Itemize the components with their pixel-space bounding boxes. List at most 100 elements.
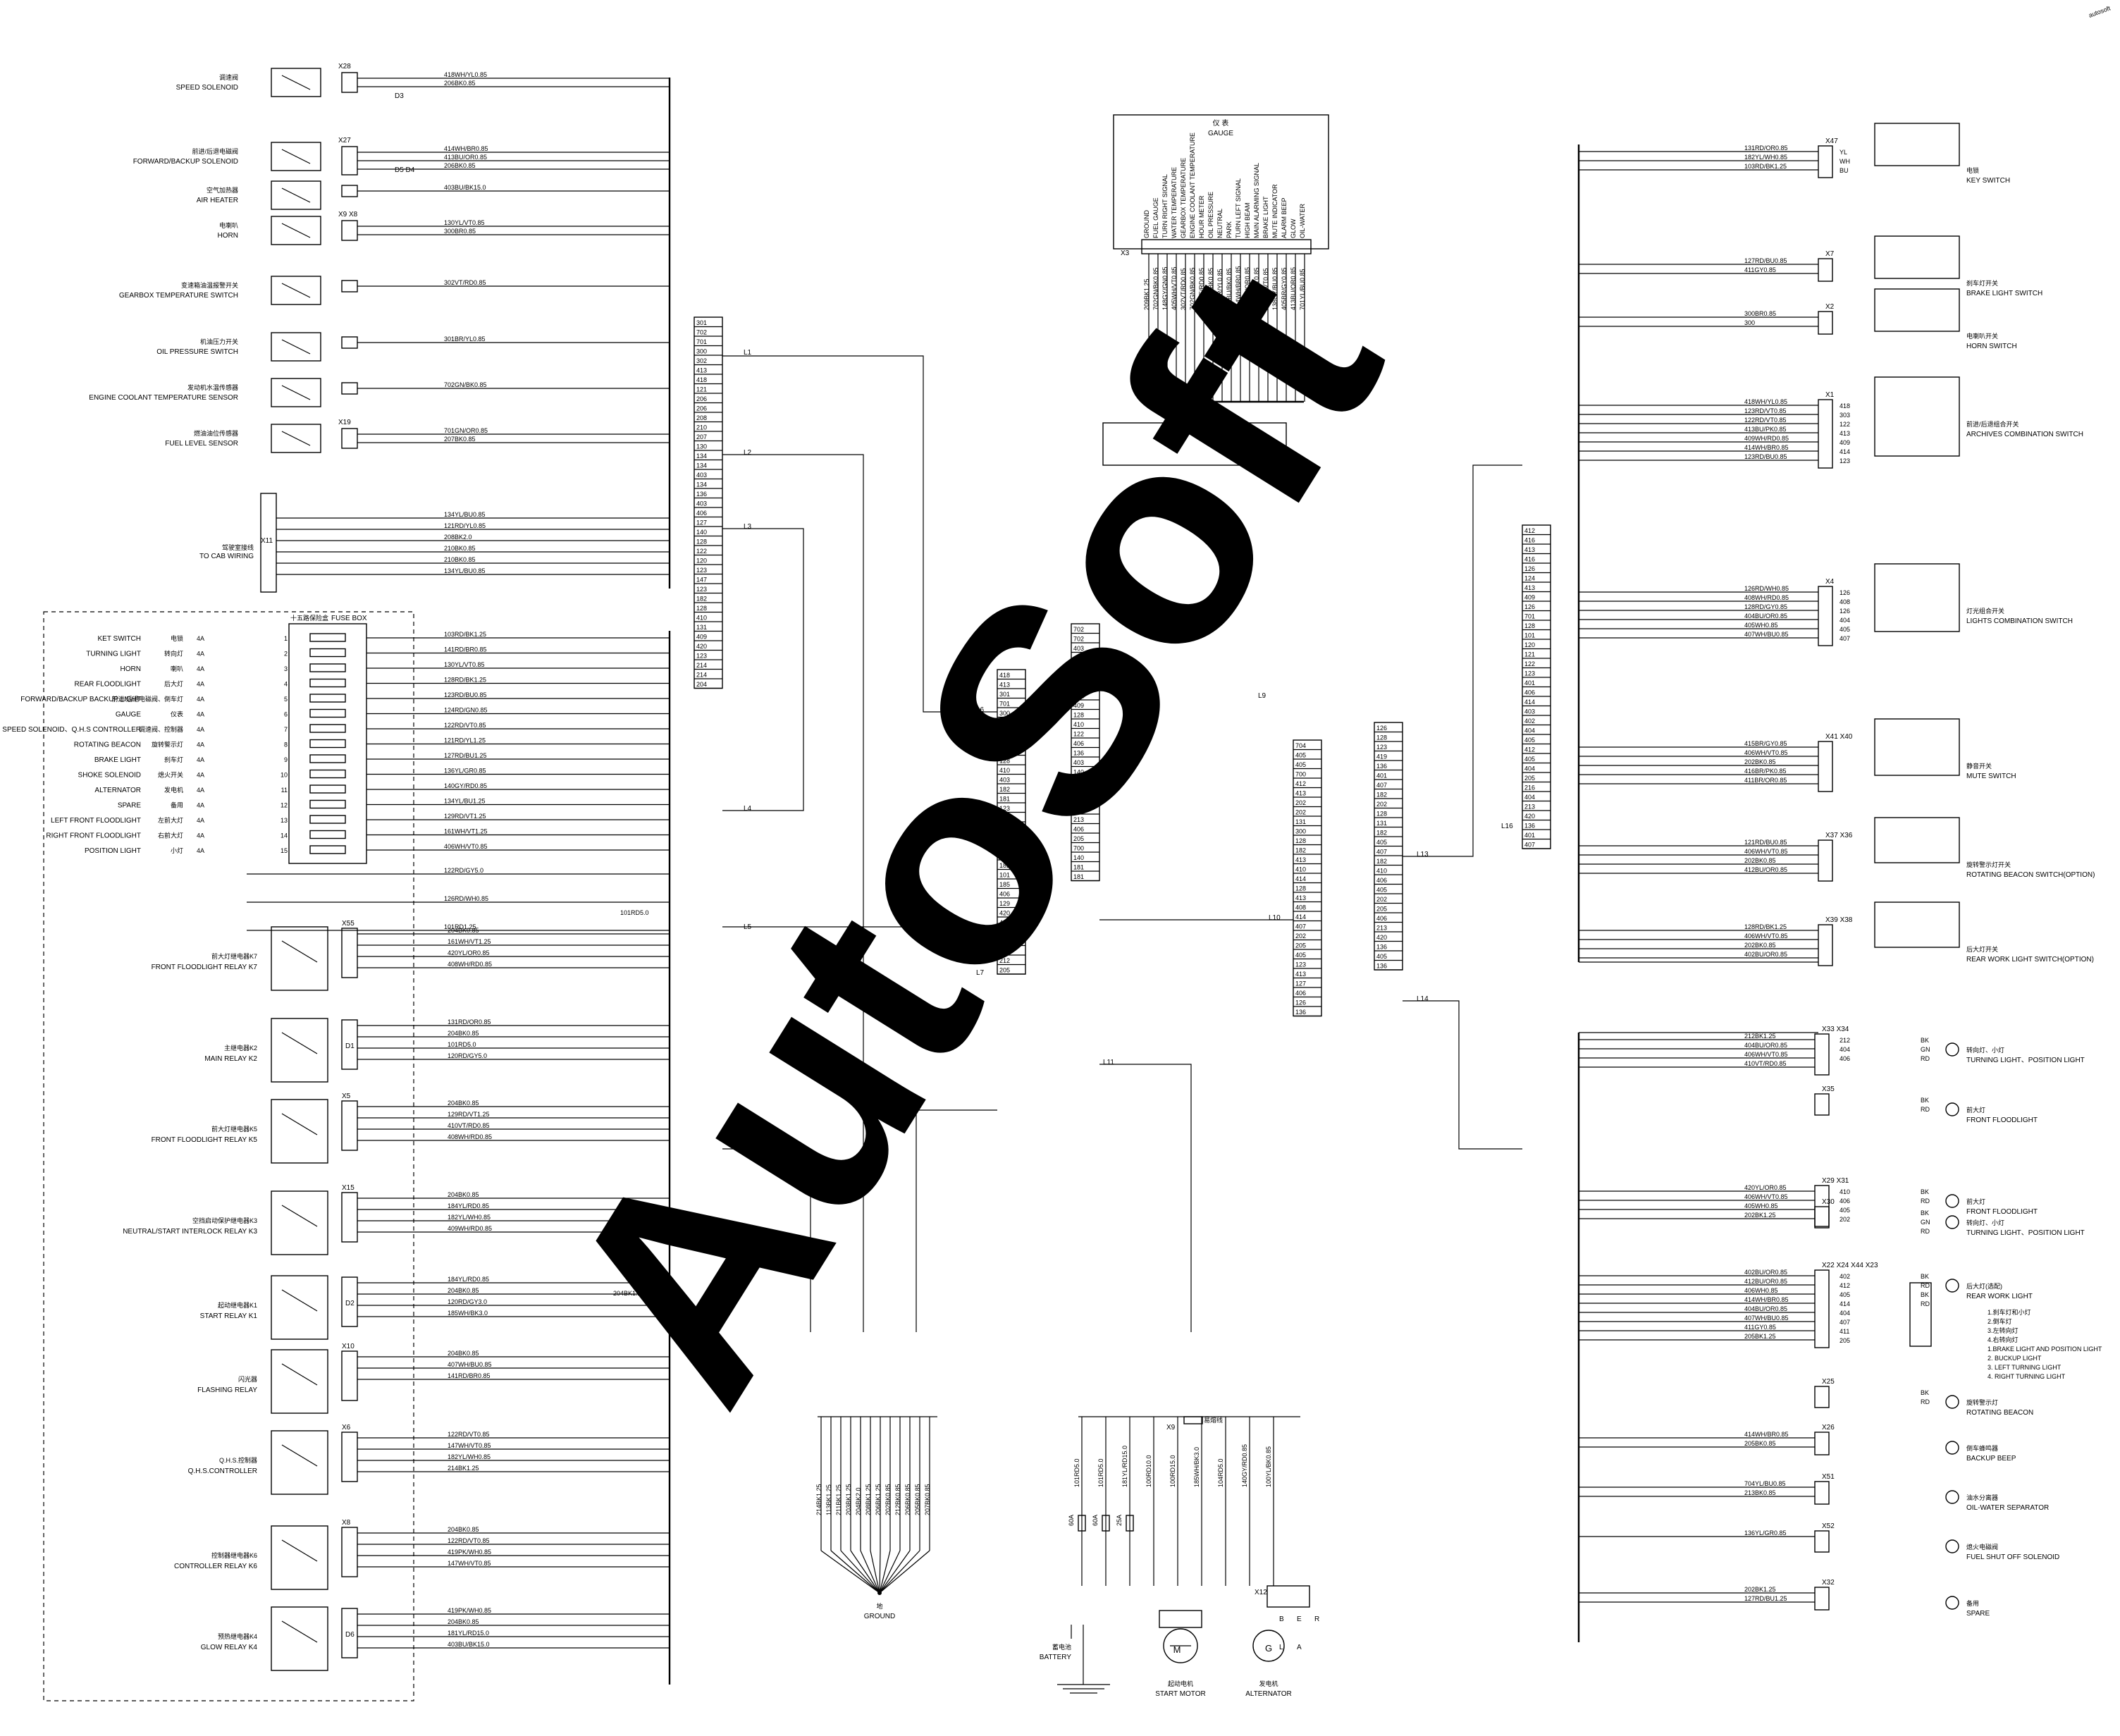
switch-symbol (1874, 901, 1960, 948)
lamp-label-cn: 转向灯、小灯 (1966, 1046, 2004, 1054)
switch-symbol (1874, 123, 1960, 166)
bus-wire-number: 704 (1295, 742, 1306, 749)
bus-wire-number: 213 (1073, 816, 1084, 823)
bus-wire-number: 136 (1524, 823, 1535, 830)
fuse-label-cn: 喇叭 (171, 665, 183, 672)
relay-label-cn: 预热继电器K4 (218, 1632, 257, 1640)
bus-wire-number: 136 (1073, 750, 1084, 757)
component-label: GEARBOX TEMPERATURE SWITCH (119, 292, 238, 300)
wire-code: 407WH/BU0.85 (448, 1361, 492, 1368)
motor-glyph: M (1173, 1644, 1181, 1655)
wire-code: 408WH/RD0.85 (448, 961, 492, 968)
wire-code: 141RD/BR0.85 (448, 1372, 491, 1379)
harness-link (722, 1148, 811, 1332)
lamp-label: BACKUP BEEP (1966, 1455, 2016, 1463)
wire-code: 204BK0.85 (448, 1191, 479, 1198)
component-symbol (281, 75, 311, 90)
power-fuse-rating: 60A (1092, 1515, 1099, 1526)
wire-color: RD (1921, 1300, 1930, 1307)
wire-code: 207BK0.85 (444, 436, 476, 443)
gauge-pin-label: WATER TEMPERATURE (1171, 167, 1178, 238)
bus-wire-number: 122 (696, 548, 707, 555)
bus-wire-number: 405 (1295, 752, 1306, 759)
gauge-title-cn: 仪 表 (1213, 118, 1229, 128)
harness-link (722, 355, 997, 713)
relay-symbol (281, 1620, 318, 1643)
bus-wire-number: 128 (1376, 811, 1387, 818)
pin-label: YL (1839, 149, 1847, 156)
harness-link (722, 528, 804, 811)
wire-color: RD (1921, 1106, 1930, 1113)
gauge-pin-label: ENGINE COOLANT TEMPERATURE (1189, 133, 1196, 238)
connector-block (1141, 239, 1312, 254)
bus-wire-number: 403 (696, 500, 707, 507)
bus-wire-number: 206 (696, 405, 707, 412)
fuse-label-cn: 刹车灯 (164, 756, 183, 763)
bus-wire-number: 182 (999, 862, 1010, 869)
fuse-number: 5 (284, 696, 288, 703)
wire-color: RD (1921, 1398, 1930, 1405)
connector-block (341, 928, 358, 978)
fuse (309, 648, 346, 658)
bus-wire-number: 122 (1524, 660, 1535, 667)
harness-label: L3 (744, 523, 752, 531)
wire-code: 122RD/VT0.85 (1744, 417, 1787, 424)
bus-wire-number: 120 (1524, 641, 1535, 648)
lamp-icon (1945, 1395, 1959, 1409)
wire-code: 100YL/BK0.85 (1265, 1446, 1272, 1487)
bus-wire-number: 212 (999, 957, 1010, 964)
wire-code: 100RD15.0 (1169, 1455, 1176, 1487)
wire-code: 210BK0.85 (444, 556, 476, 563)
component-label-cn: 机油压力开关 (200, 338, 238, 345)
wire-code: 416BR/PK0.85 (1744, 768, 1787, 775)
fuse-number: 4 (284, 681, 288, 688)
wire-code: 123RD/BU0.85 (444, 691, 487, 698)
power-fuse (1078, 1515, 1086, 1532)
bus-wire-number: 202 (1073, 807, 1084, 814)
relay-symbol (271, 1430, 328, 1495)
bus-wire-number: 101 (1524, 632, 1535, 639)
bus-wire-number: 413 (1295, 790, 1306, 797)
bus-wire-number: 404 (1524, 727, 1535, 734)
connector-block (1814, 1386, 1830, 1408)
harness-link (722, 454, 864, 1332)
lamp-label: FRONT FLOODLIGHT (1966, 1116, 2038, 1124)
bus-wire-number: 409 (1073, 702, 1084, 709)
bus-wire-number: 202 (1295, 809, 1306, 816)
power-fuse-rating: 25A (1116, 1515, 1123, 1526)
wire-code: 121RD/BU0.85 (1744, 839, 1787, 846)
bus-wire-number: 406 (1073, 826, 1084, 833)
wire-code: 408WH/RD0.85 (1744, 594, 1789, 601)
fuse-label-cn: 转向灯 (164, 650, 183, 658)
wire-code: 420YL/OR0.85 (1744, 1184, 1787, 1191)
bus-wire-number: 409 (696, 634, 707, 641)
wire-code: 407WH/BU0.85 (1744, 631, 1789, 638)
component-symbol (281, 283, 311, 298)
wire-code: 405WH0.85 (1744, 622, 1778, 629)
wire-code: 701GN/OR0.85 (444, 427, 488, 434)
wire-color: RD (1921, 1198, 1930, 1205)
pin-label: 409 (1839, 439, 1850, 446)
wire-code: 148GY/GN0.85 (1161, 266, 1169, 310)
wire-code: 182YL/WH0.85 (448, 1453, 491, 1460)
connector-block (1818, 311, 1833, 335)
bus-wire-number: 410 (999, 767, 1010, 774)
pin-label: 122 (1839, 421, 1850, 428)
component-label: OIL PRESSURE SWITCH (156, 348, 238, 356)
wire-code: 405WH/VT0.85 (1171, 266, 1178, 310)
lamp-label-cn: 倒车蜂鸣器 (1966, 1444, 1998, 1452)
battery-label-cn: 蓄电池 (1052, 1643, 1071, 1651)
connector-label: X12 (1255, 1589, 1267, 1596)
lamp-icon (1945, 1596, 1959, 1610)
wire-code: 212BK1.25 (1744, 1033, 1776, 1040)
fuse-label-cn: 左前大灯 (158, 816, 183, 824)
wire-code: 213BK0.85 (1744, 1489, 1776, 1496)
wire-code: 127RD/BU1.25 (1744, 1595, 1787, 1602)
bus-wire-number: 124 (1524, 575, 1535, 582)
pin-label: 405 (1839, 1207, 1850, 1214)
pin-label: 212 (1839, 1037, 1850, 1044)
gauge-pin-label: HIGH BEAM (1244, 202, 1251, 238)
relay-label: MAIN RELAY K2 (204, 1055, 257, 1063)
fuse-rating: 4A (197, 756, 204, 763)
fuse-rating: 4A (197, 817, 204, 824)
